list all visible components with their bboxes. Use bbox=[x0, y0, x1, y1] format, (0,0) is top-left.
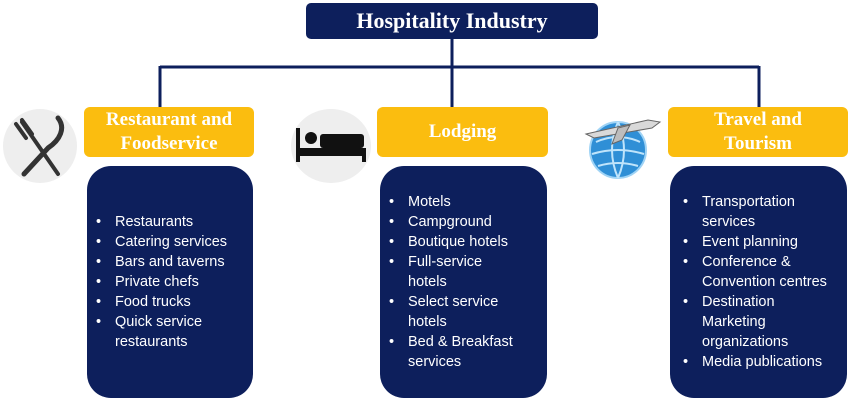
category-title-line: Travel and bbox=[714, 109, 802, 130]
list-item: Private chefs bbox=[96, 272, 227, 292]
root-node: Hospitality Industry bbox=[306, 3, 598, 39]
category-title-line: Restaurant and bbox=[105, 109, 233, 130]
list-item-continuation: organizations bbox=[702, 334, 789, 350]
list-item: Campground bbox=[389, 212, 513, 232]
list-item-continuation: Convention centres bbox=[702, 274, 827, 290]
category-restaurant-foodservice: Restaurant and Foodservice bbox=[84, 107, 254, 157]
list-item: Destination bbox=[683, 292, 827, 312]
list-item: Conference & bbox=[683, 252, 827, 272]
category-title-line: Tourism bbox=[724, 133, 792, 154]
list-item: Bars and taverns bbox=[96, 252, 227, 272]
list-lodging: Motels Campground Boutique hotels Full-s… bbox=[380, 166, 547, 398]
list-item-continuation: services bbox=[408, 354, 462, 370]
list-item: Food trucks bbox=[96, 292, 227, 312]
list-item: Media publications bbox=[683, 352, 827, 372]
list-item-continuation: Marketing bbox=[702, 314, 766, 330]
list-restaurant-foodservice: Restaurants Catering services Bars and t… bbox=[87, 166, 253, 398]
list-item-continuation: restaurants bbox=[115, 334, 188, 350]
list-item-continuation: hotels bbox=[408, 274, 447, 290]
list-item: Transportation bbox=[683, 192, 827, 212]
list-travel-tourism: Transportation services Event planning C… bbox=[670, 166, 847, 398]
category-title-line: Lodging bbox=[428, 121, 497, 142]
list-item: Catering services bbox=[96, 232, 227, 252]
list-item: Bed & Breakfast bbox=[389, 332, 513, 352]
list-item: Boutique hotels bbox=[389, 232, 513, 252]
bed-icon bbox=[291, 109, 371, 183]
category-lodging: Lodging bbox=[377, 107, 548, 157]
list-item: Motels bbox=[389, 192, 513, 212]
list-item: Select service bbox=[389, 292, 513, 312]
list-item: Full-service bbox=[389, 252, 513, 272]
list-item-continuation: hotels bbox=[408, 314, 447, 330]
list-item: Event planning bbox=[683, 232, 827, 252]
fork-knife-icon bbox=[3, 109, 77, 183]
list-item: Quick service bbox=[96, 312, 227, 332]
list-item: Restaurants bbox=[96, 212, 227, 232]
root-title: Hospitality Industry bbox=[356, 8, 548, 33]
category-title-line: Foodservice bbox=[120, 133, 218, 154]
airplane-globe-icon bbox=[584, 119, 662, 179]
list-item-continuation: services bbox=[702, 214, 756, 230]
category-travel-tourism: Travel and Tourism bbox=[668, 107, 848, 157]
